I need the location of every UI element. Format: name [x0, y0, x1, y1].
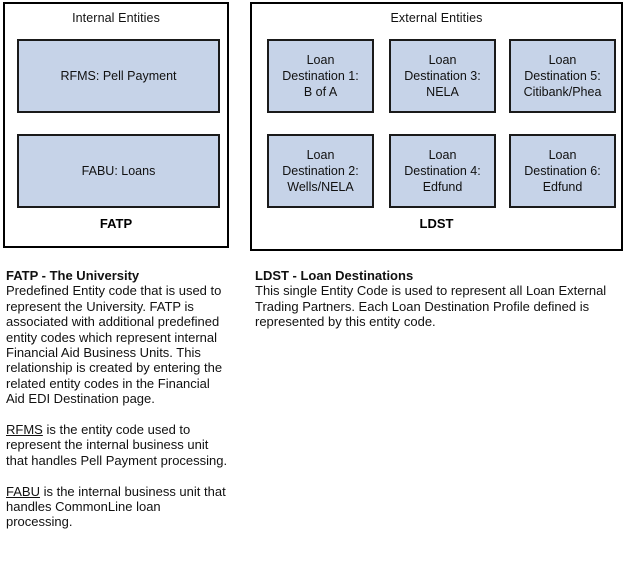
external-entities-panel: External Entities Loan Destination 1: B … [250, 2, 623, 251]
fatp-description-paragraph-1: Predefined Entity code that is used to r… [6, 283, 223, 407]
entity-box-fabu: FABU: Loans [17, 134, 220, 208]
fatp-description-heading: FATP - The University [6, 268, 140, 283]
entity-box-loan-destination-1: Loan Destination 1: B of A [267, 39, 374, 113]
entity-box-loan-destination-5: Loan Destination 5: Citibank/Phea [509, 39, 616, 113]
internal-entities-code-label: FATP [99, 216, 133, 231]
fabu-term-rest: is the internal business unit that handl… [6, 483, 226, 530]
entity-box-rfms: RFMS: Pell Payment [17, 39, 220, 113]
internal-entities-title: Internal Entities [72, 11, 160, 25]
external-entities-title: External Entities [390, 11, 483, 25]
ldst-description-paragraph-1: This single Entity Code is used to repre… [255, 283, 607, 330]
rfms-term-rest: is the entity code used to represent the… [6, 422, 228, 468]
entity-box-loan-destination-4: Loan Destination 4: Edfund [389, 134, 496, 208]
ldst-description-block: LDST - Loan Destinations This single Ent… [255, 268, 615, 330]
ldst-description-heading: LDST - Loan Destinations [255, 268, 414, 283]
fatp-description-block: FATP - The University Predefined Entity … [6, 268, 230, 530]
external-entities-code-label: LDST [419, 216, 454, 231]
entity-box-loan-destination-3: Loan Destination 3: NELA [389, 39, 496, 113]
entity-box-loan-destination-2: Loan Destination 2: Wells/NELA [267, 134, 374, 208]
fatp-description-paragraph-2: RFMS is the entity code used to represen… [6, 422, 230, 468]
fabu-term: FABU [6, 483, 40, 499]
entity-box-loan-destination-6: Loan Destination 6: Edfund [509, 134, 616, 208]
fatp-description-paragraph-3: FABU is the internal business unit that … [6, 484, 230, 530]
internal-entities-panel: Internal Entities RFMS: Pell Payment FAB… [3, 2, 229, 248]
rfms-term: RFMS [6, 422, 43, 438]
